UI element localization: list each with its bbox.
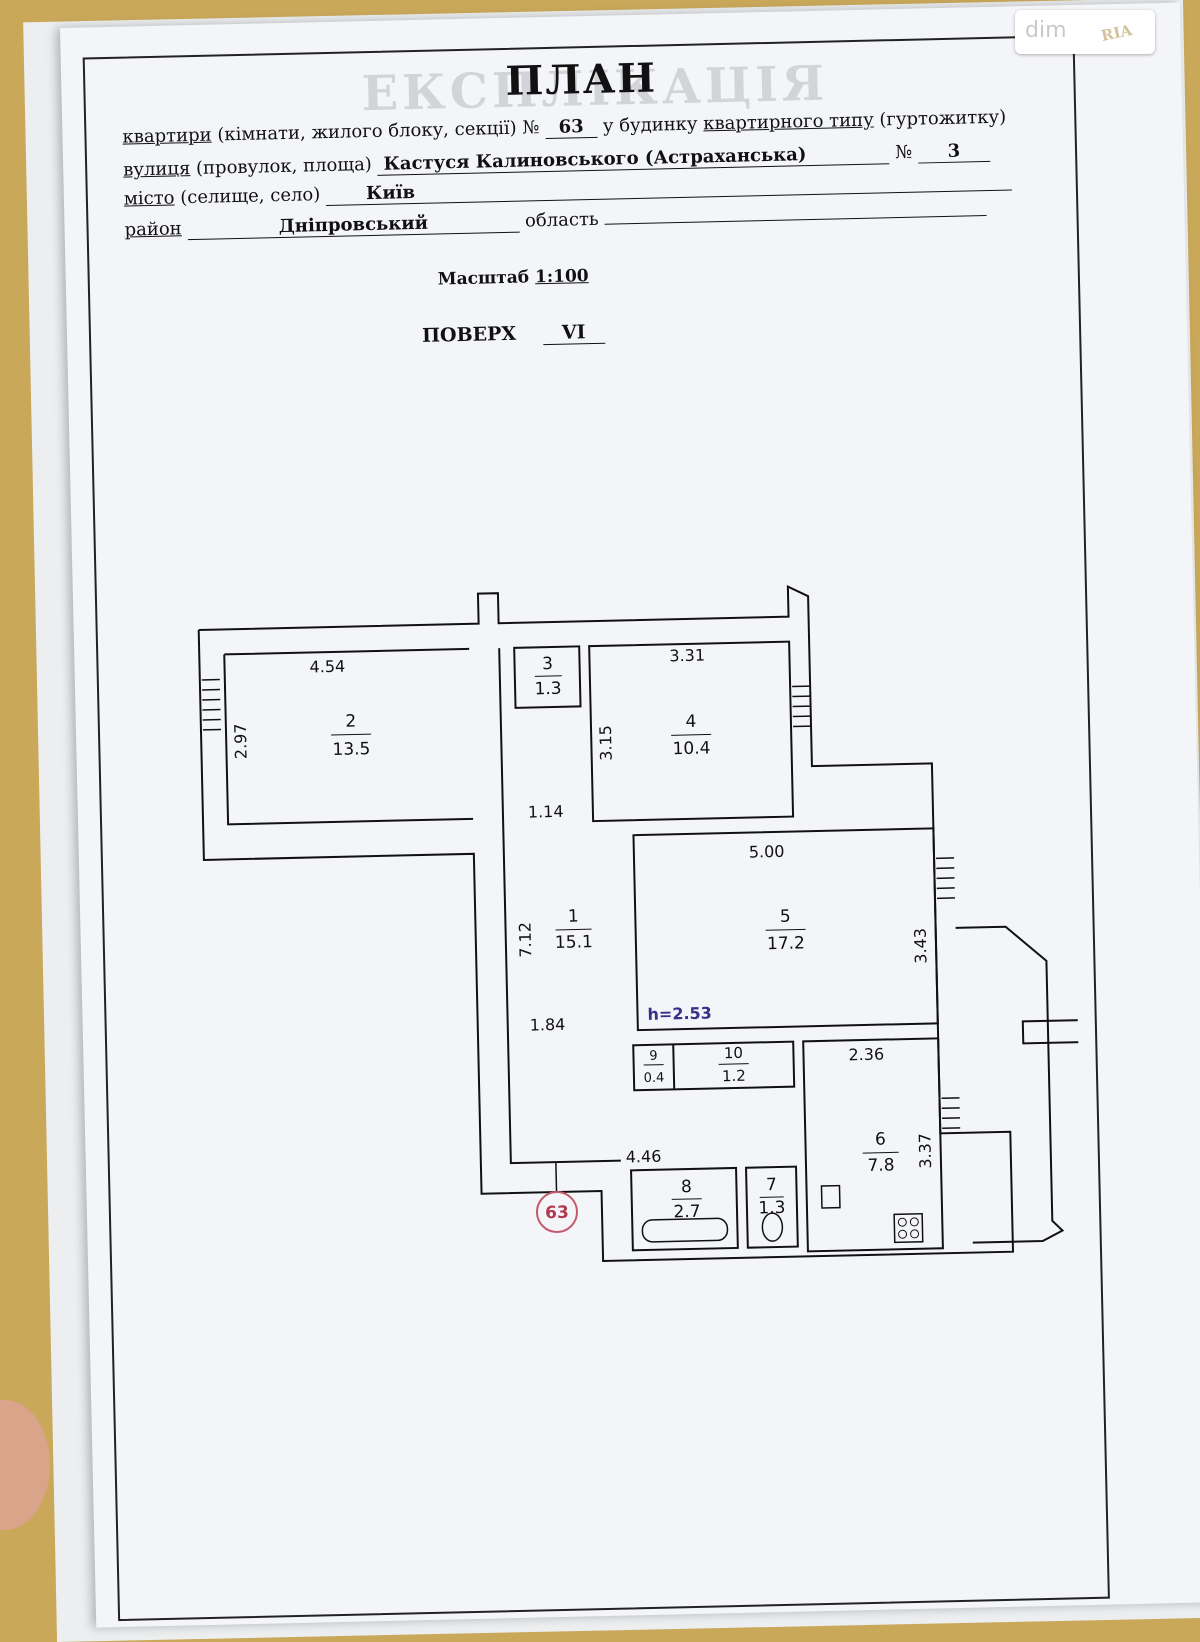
room-7-number: 7 xyxy=(766,1175,777,1195)
dim-corridor-width-1: 1.14 xyxy=(528,802,564,822)
dim-corridor-length: 7.12 xyxy=(515,922,535,958)
room-7-area: 1.3 xyxy=(758,1198,785,1219)
apartment-marker: 63 xyxy=(536,1162,578,1233)
house-number-label: № xyxy=(895,142,913,163)
scale-value: 1:100 xyxy=(535,266,589,287)
corridor-wall xyxy=(499,646,621,1163)
floor: ПОВЕРХ VI xyxy=(422,321,605,348)
building-type-alt: (гуртожитку) xyxy=(873,107,1006,131)
room-4-number: 4 xyxy=(685,712,696,732)
room-6-number: 6 xyxy=(875,1130,886,1150)
dim-room-2-width: 4.54 xyxy=(309,657,345,677)
building-label: у будинку xyxy=(597,113,704,136)
dim-bottom-width: 4.46 xyxy=(626,1147,662,1167)
room-3-area: 1.3 xyxy=(534,679,561,700)
room-10-area: 1.2 xyxy=(722,1067,746,1086)
window-room-6 xyxy=(942,1098,961,1128)
room-2-area: 13.5 xyxy=(332,739,370,760)
room-5-number: 5 xyxy=(780,907,791,927)
window-room-5 xyxy=(936,858,955,898)
finger xyxy=(0,1400,50,1530)
room-1-number: 1 xyxy=(568,906,579,926)
street-sub-label: (провулок, площа) xyxy=(190,154,372,179)
apartment-label: квартири xyxy=(122,125,212,148)
district-label: район xyxy=(124,218,182,240)
apartment-marker-number: 63 xyxy=(545,1203,569,1224)
window-room-2 xyxy=(202,680,221,730)
room-9-area: 0.4 xyxy=(643,1071,664,1086)
room-6-area: 7.8 xyxy=(867,1155,894,1176)
scale: Масштаб 1:100 xyxy=(438,266,589,289)
wall-room-2 xyxy=(224,649,473,825)
oblast-value xyxy=(605,215,987,225)
city-label: місто xyxy=(124,187,175,209)
room-10-number: 10 xyxy=(724,1044,743,1062)
balcony-radiator xyxy=(1023,1020,1083,1043)
room-4-area: 10.4 xyxy=(672,738,710,759)
street-label: вулиця xyxy=(123,158,191,181)
stove-icon xyxy=(894,1214,923,1243)
scale-label: Масштаб xyxy=(438,267,530,289)
watermark-ria: RIA xyxy=(1099,21,1133,45)
apartment-number: 63 xyxy=(545,116,597,139)
room-1-area: 15.1 xyxy=(555,932,593,953)
room-3-number: 3 xyxy=(542,654,553,674)
sink-icon xyxy=(821,1186,839,1208)
windows xyxy=(202,663,960,1145)
window-room-4 xyxy=(792,686,811,726)
dim-room-2-height: 2.97 xyxy=(231,723,251,759)
house-number: 3 xyxy=(918,140,990,164)
room-2-number: 2 xyxy=(345,711,356,731)
dim-room-6-width: 2.36 xyxy=(848,1045,884,1065)
dim-room-4-width: 3.31 xyxy=(669,646,705,666)
dim-room-6-height: 3.37 xyxy=(915,1133,935,1169)
dim-corridor-width-2: 1.84 xyxy=(530,1015,566,1035)
ceiling-height: h=2.53 xyxy=(647,1003,712,1023)
room-8-area: 2.7 xyxy=(673,1202,700,1223)
dim-room-5-height: 3.43 xyxy=(911,928,931,964)
watermark-dim: dim xyxy=(1025,18,1067,43)
room-8-number: 8 xyxy=(681,1177,692,1197)
dim-room-5-width: 5.00 xyxy=(749,842,785,862)
dim-room-4-height: 3.15 xyxy=(596,725,616,761)
floor-value: VI xyxy=(543,321,606,345)
balcony-wall xyxy=(956,926,1063,1243)
oblast-label: область xyxy=(525,209,599,232)
dim-ria-watermark: dim RIA xyxy=(1015,10,1155,54)
floor-label: ПОВЕРХ xyxy=(422,323,517,347)
room-5-area: 17.2 xyxy=(767,933,805,954)
document-page: ЕКСПЛІКАЦІЯ ПЛАН квартири (кімнати, жило… xyxy=(60,3,1200,1628)
floor-plan: 2 13.5 3 1.3 4 10.4 1 15.1 5 17.2 6 7.8 … xyxy=(167,540,1083,1290)
room-9-number: 9 xyxy=(649,1049,658,1064)
city-sub-label: (селище, село) xyxy=(174,184,320,208)
building-type: квартирного типу xyxy=(703,110,874,135)
